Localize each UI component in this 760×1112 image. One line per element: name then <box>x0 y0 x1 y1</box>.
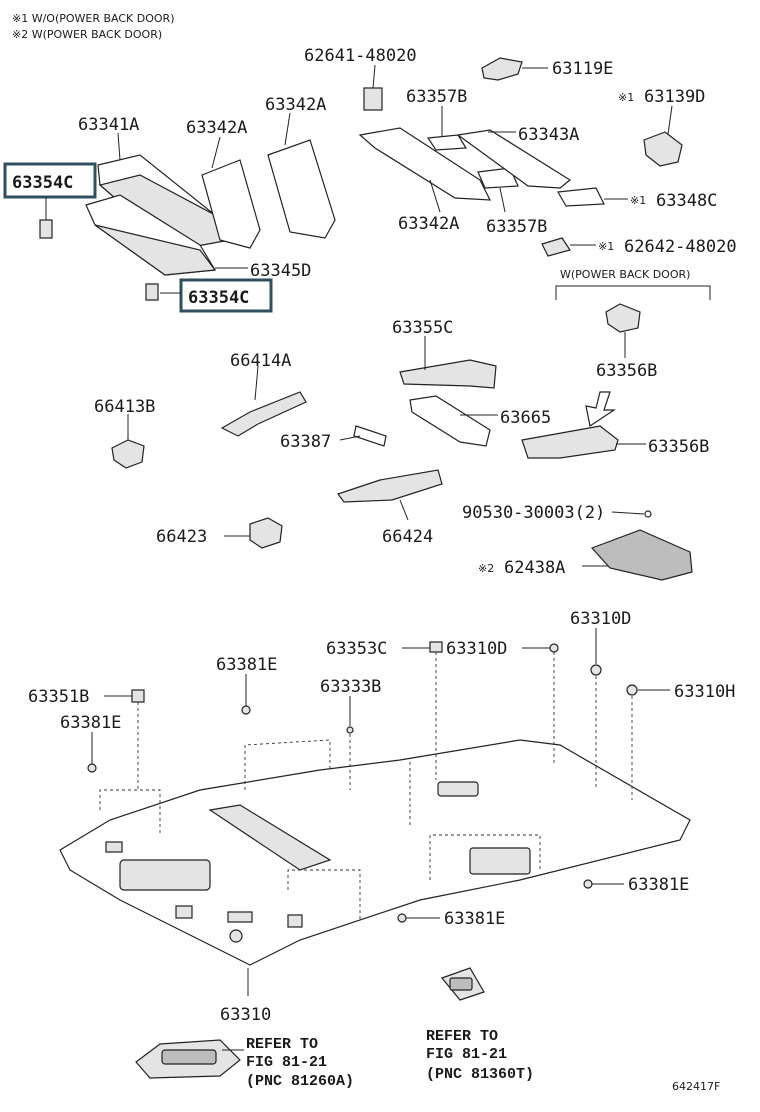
clip-63310D-2[interactable] <box>549 643 559 653</box>
highlight-box-63354C-1 <box>3 162 97 199</box>
clip-63310D-1[interactable] <box>590 664 602 676</box>
label-63310D-2: 63310D <box>446 639 507 659</box>
pad-63342A-2[interactable] <box>267 112 336 239</box>
label-66423: 66423 <box>156 527 207 547</box>
label-63354C-2[interactable]: 63354C <box>188 288 249 308</box>
clip-63354C-2[interactable] <box>145 283 159 301</box>
pad-66414A[interactable] <box>220 391 307 437</box>
refer-right-line1: REFER TO <box>426 1028 498 1045</box>
label-63342A-3: 63342A <box>398 214 459 234</box>
label-63310D-1: 63310D <box>570 609 631 629</box>
label-63310: 63310 <box>220 1005 271 1025</box>
label-63387: 63387 <box>280 432 331 452</box>
refer-right-line3: (PNC 81360T) <box>426 1066 534 1083</box>
label-63381E-3: 63381E <box>628 875 689 895</box>
group-label-power-back-door: W(POWER BACK DOOR) <box>560 268 690 281</box>
note-without-power-back-door: ※1 W/O(POWER BACK DOOR) <box>12 12 175 25</box>
label-62641-48020: 62641-48020 <box>304 46 417 66</box>
clip-63381E-4[interactable] <box>397 913 407 923</box>
map-lamp-right[interactable] <box>440 967 485 1001</box>
refer-left-line2[interactable]: FIG 81-21 <box>246 1054 327 1071</box>
pad-63387[interactable] <box>353 425 387 447</box>
clip-63351B[interactable] <box>131 689 145 703</box>
label-63357B-2: 63357B <box>486 217 547 237</box>
label-90530-30003: 90530-30003(2) <box>462 503 605 523</box>
clip-63381E-1[interactable] <box>241 705 251 715</box>
note-with-power-back-door: ※2 W(POWER BACK DOOR) <box>12 28 162 41</box>
label-63342A-2: 63342A <box>265 95 326 115</box>
label-63354C-1[interactable]: 63354C <box>12 173 73 193</box>
map-lamp-left[interactable] <box>135 1039 241 1079</box>
label-63381E-2: 63381E <box>60 713 121 733</box>
label-63351B: 63351B <box>28 687 89 707</box>
clip-66423[interactable] <box>249 517 283 549</box>
label-63119E: 63119E <box>552 59 613 79</box>
label-63381E-1: 63381E <box>216 655 277 675</box>
dashed-guide-2 <box>244 739 331 790</box>
label-63665: 63665 <box>500 408 551 428</box>
arrow-indicator <box>585 391 616 427</box>
dashed-guide-3 <box>287 869 361 920</box>
dashed-guide-1 <box>99 789 161 835</box>
pad-63348C[interactable] <box>557 187 605 207</box>
mark-63348C: ※1 <box>630 194 646 207</box>
mark-63139D: ※1 <box>618 91 634 104</box>
mark-62438A: ※2 <box>478 562 494 575</box>
clip-63310H[interactable] <box>626 684 638 696</box>
label-63353C: 63353C <box>326 639 387 659</box>
label-63356B-2: 63356B <box>648 437 709 457</box>
bracket-63356B-2[interactable] <box>521 425 619 459</box>
label-62438A: 62438A <box>504 558 565 578</box>
label-63355C: 63355C <box>392 318 453 338</box>
refer-left-line3: (PNC 81260A) <box>246 1073 354 1090</box>
pad-63357B-1[interactable] <box>426 134 468 151</box>
label-63357B-1: 63357B <box>406 87 467 107</box>
label-63139D: 63139D <box>644 87 705 107</box>
pad-63343A[interactable] <box>456 129 572 189</box>
bracket-63356B-1[interactable] <box>605 303 641 333</box>
clip-63381E-3[interactable] <box>583 879 593 889</box>
pad-lower-63345D[interactable] <box>85 194 248 276</box>
clip-63354C-1[interactable] <box>39 219 53 239</box>
bracket-63119E[interactable] <box>481 57 548 81</box>
clip-66413B[interactable] <box>111 439 145 469</box>
mark-62642-48020: ※1 <box>598 240 614 253</box>
pad-63355C[interactable] <box>399 359 497 389</box>
label-63310H: 63310H <box>674 682 735 702</box>
clip-63381E-2[interactable] <box>87 763 97 773</box>
label-63381E-4: 63381E <box>444 909 505 929</box>
clip-62641-48020[interactable] <box>363 87 383 111</box>
pad-63342A-1[interactable] <box>201 136 261 249</box>
clip-62642-48020[interactable] <box>541 237 571 257</box>
label-63356B-1: 63356B <box>596 361 657 381</box>
label-66424: 66424 <box>382 527 433 547</box>
group-bracket <box>555 285 711 300</box>
label-63343A: 63343A <box>518 125 579 145</box>
diagram-id: 642417F <box>672 1080 720 1093</box>
label-63341A: 63341A <box>78 115 139 135</box>
label-66413B: 66413B <box>94 397 155 417</box>
refer-left-line1: REFER TO <box>246 1036 318 1053</box>
refer-right-line2[interactable]: FIG 81-21 <box>426 1046 507 1063</box>
screw-90530-30003[interactable] <box>644 510 652 518</box>
highlight-box-63354C-2 <box>179 278 273 313</box>
label-66414A: 66414A <box>230 351 291 371</box>
pad-63342A-3[interactable] <box>358 127 491 213</box>
headliner-63310[interactable] <box>59 739 691 966</box>
label-63348C: 63348C <box>656 191 717 211</box>
bracket-63139D[interactable] <box>643 131 683 167</box>
clip-63333B[interactable] <box>346 726 354 734</box>
label-62642-48020: 62642-48020 <box>624 237 737 257</box>
pad-63665[interactable] <box>409 395 491 447</box>
label-63342A-1: 63342A <box>186 118 247 138</box>
pad-66424[interactable] <box>337 469 443 503</box>
unit-62438A[interactable] <box>590 529 693 581</box>
clip-63353C[interactable] <box>429 641 443 653</box>
pad-63357B-2[interactable] <box>477 167 519 189</box>
label-63333B: 63333B <box>320 677 381 697</box>
label-63345D: 63345D <box>250 261 311 281</box>
